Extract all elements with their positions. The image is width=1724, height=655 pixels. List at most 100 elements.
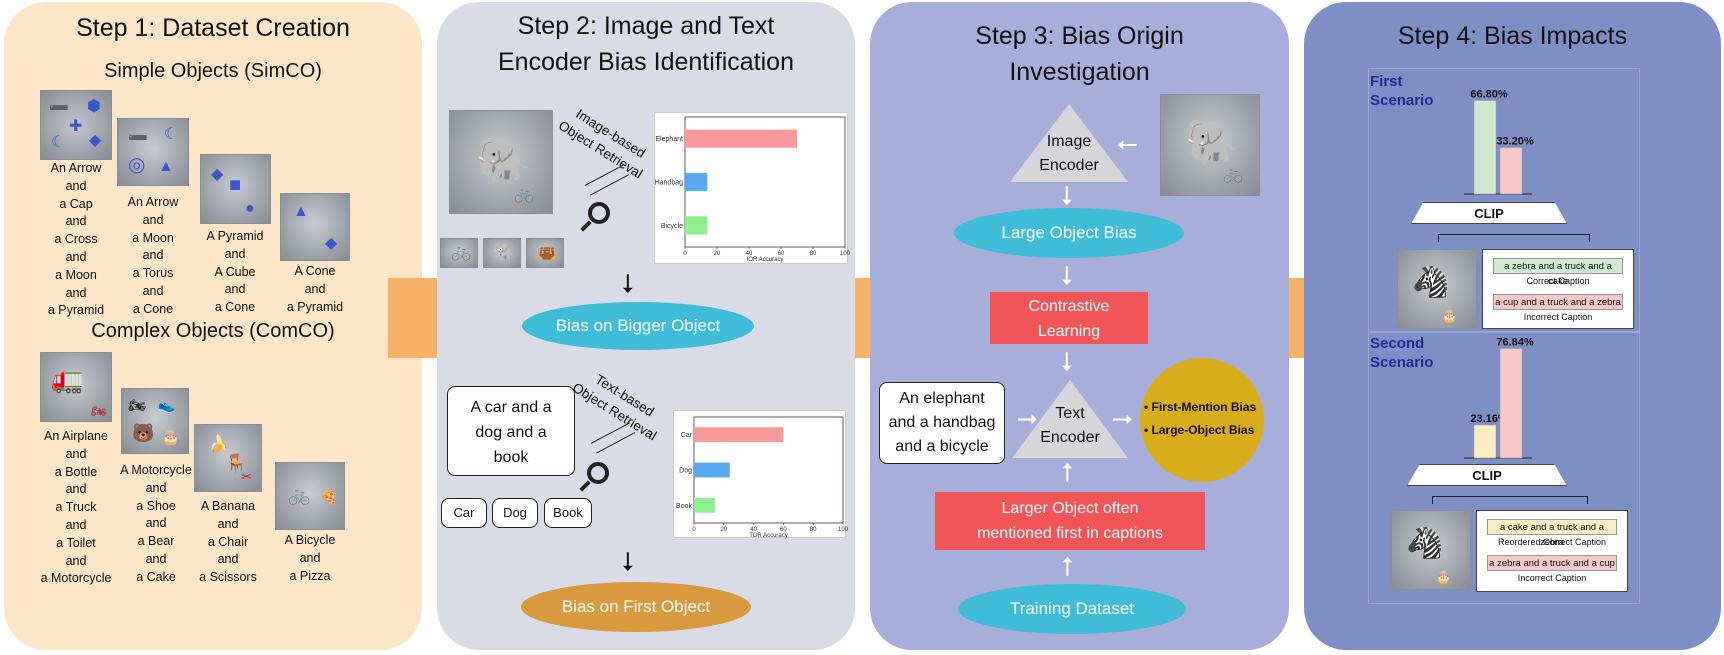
motorcycle-icon: 🏍 [91, 404, 107, 418]
scenario1-correct-kind: Correct Caption [1526, 276, 1590, 286]
data-label-0: 66.80% [1470, 88, 1508, 100]
bias-results-circle: • First-Mention Bias • Large-Object Bias [1140, 358, 1264, 482]
simco-image-2: ➖ ☾ ◎ ▲ [117, 118, 189, 186]
pyramid-shape-icon: ◆ [325, 235, 338, 252]
pizza-icon: 🍕 [320, 489, 338, 505]
panel-bias-identification: Step 2: Image and Text Encoder Bias Iden… [437, 2, 855, 650]
up-arrow-icon: ⭡ [1061, 458, 1074, 488]
data-label-1: 33.20% [1496, 136, 1534, 148]
connector-lines [1438, 234, 1590, 242]
bias-bigger-object: Bias on Bigger Object [522, 302, 754, 350]
option-elephant-image: 🐘 [483, 238, 521, 268]
bar-elephant [685, 129, 797, 148]
torus-shape-icon: ◎ [128, 154, 146, 176]
chip-car: Car [441, 498, 487, 528]
motorcycle-icon: 🏍 [128, 397, 146, 413]
text-query-box: An elephant and a handbag and a bicycle [879, 382, 1005, 464]
bar-0 [1473, 424, 1497, 459]
cake-icon: 🎂 [162, 429, 180, 445]
bicycle-icon: 🚲 [514, 186, 534, 203]
comco-image-4: 🚲 🍕 [275, 462, 345, 530]
scenario2-image: 🦓 🎂 [1391, 510, 1471, 590]
training-dataset: Training Dataset [958, 584, 1186, 634]
x-axis-label: TOR Accuracy [749, 533, 788, 539]
right-arrow-icon: ⭢ [1112, 402, 1133, 432]
simco-image-4: ▲ ◆ [280, 193, 350, 261]
clip-model-shape: CLIP [1411, 202, 1567, 224]
panel-bias-origin: Step 3: Bias Origin Investigation Image … [870, 2, 1289, 650]
x-tick-label: 40 [746, 251, 753, 257]
simco-image-1: ➖ ⬢ ✚ ☾ ◆ [40, 90, 112, 160]
panel-title-line1: Step 2: Image and Text [517, 12, 775, 40]
scenario1-label-line1: First [1370, 73, 1403, 90]
x-tick-label: 40 [750, 527, 757, 533]
scenario1-label-line2: Scenario [1370, 92, 1434, 109]
x-tick-label: 80 [810, 251, 817, 257]
chair-icon: 🪑 [225, 453, 248, 473]
scenario2-label: Second Scenario [1370, 334, 1433, 372]
bar-1 [1499, 147, 1523, 195]
moon-shape-icon: ☾ [164, 126, 179, 143]
panel-dataset-creation: Step 1: Dataset Creation Simple Objects … [4, 2, 422, 650]
bar-bicycle [685, 216, 708, 235]
panel-bias-impacts: Step 4: Bias Impacts First Scenario 66.8… [1304, 2, 1721, 650]
scenario1-captions: a zebra and a truck and a cake Correct C… [1482, 249, 1634, 329]
x-tick-label: 100 [840, 251, 851, 257]
category-label-book: Book [676, 503, 692, 510]
cake-icon: 🎂 [1436, 570, 1451, 584]
text-query-box: A car and a dog and a book [447, 386, 575, 476]
bias-item-first-mention: • First-Mention Bias [1144, 400, 1257, 414]
category-label-dog: Dog [679, 468, 692, 475]
large-object-bias: Large Object Bias [954, 208, 1184, 258]
comco-image-3: 🍌 🪑 ✂ [194, 424, 262, 492]
scenario1-incorrect-kind: Incorrect Caption [1523, 312, 1593, 322]
category-label-car: Car [681, 432, 693, 439]
panel-title-line2: Investigation [1009, 58, 1150, 86]
banana-icon: 🍌 [209, 436, 229, 453]
chip-book: Book [544, 498, 592, 528]
simco-caption-2: An Arrow and a Moon and a Torus and a Co… [127, 195, 179, 316]
bar-dog [694, 462, 730, 478]
bicycle-icon: 🚲 [288, 485, 311, 505]
image-encoder-label-line2: Encoder [1039, 157, 1099, 174]
moon-shape-icon: ☾ [51, 134, 66, 151]
left-arrow-icon: ⭠ [1117, 128, 1138, 158]
retrieval-lines [584, 164, 630, 196]
category-label-handbag: Handbag [655, 180, 684, 187]
comco-caption-2: A Motorcycle and a Shoe and a Bear and a… [120, 463, 192, 584]
elephant-icon: 🐘 [1185, 118, 1240, 167]
option-bicycle-image: 🚲 [440, 238, 478, 268]
bicycle-icon: 🚲 [451, 244, 471, 261]
scenario2-incorrect-caption: a zebra and a truck and a cup [1487, 555, 1617, 571]
contrastive-learning-line2: Learning [1037, 323, 1101, 340]
bias-item-large-object: • Large-Object Bias [1144, 423, 1255, 437]
shoe-icon: 👟 [158, 397, 176, 413]
panel-title-line2: Encoder Bias Identification [497, 48, 794, 76]
cone-shape-icon: ▲ [293, 203, 309, 220]
contrastive-learning-box: Contrastive Learning [990, 292, 1148, 344]
complex-objects-title: Complex Objects (ComCO) [91, 320, 335, 342]
image-retrieval-label: Image-based Object Retrieval [555, 100, 657, 183]
scenario1-incorrect-caption: a cup and a truck and a zebra [1493, 294, 1623, 310]
scenario1-label: First Scenario [1370, 72, 1433, 110]
image-encoder-label: Image Encoder [1010, 130, 1128, 178]
scenario1-image: 🦓 🎂 [1397, 249, 1477, 329]
down-arrow-icon: ⭣ [622, 268, 635, 298]
handbag-icon: 👜 [537, 244, 557, 261]
x-tick-label: 60 [780, 527, 787, 533]
text-encoder-label: Text Encoder [1012, 402, 1128, 450]
text-encoder-label-line2: Encoder [1040, 429, 1100, 446]
comco-image-2: 🏍 👟 🐻 🎂 [121, 388, 189, 454]
retrieval-lines [590, 422, 636, 454]
scenario1-chart: 66.80% 33.20% [1464, 88, 1534, 195]
category-label-elephant: Elephant [655, 136, 683, 143]
bicycle-icon: 🚲 [1223, 166, 1243, 183]
comco-image-1: 🚛 🏍 [40, 352, 112, 422]
comco-caption-4: A Bicycle and a Pizza [284, 533, 336, 583]
down-arrow-icon: ⭣ [1061, 260, 1074, 290]
magnifier-icon [587, 462, 609, 484]
scenario2-label-line2: Scenario [1370, 354, 1434, 371]
larger-object-box: Larger Object often mentioned first in c… [935, 492, 1205, 550]
